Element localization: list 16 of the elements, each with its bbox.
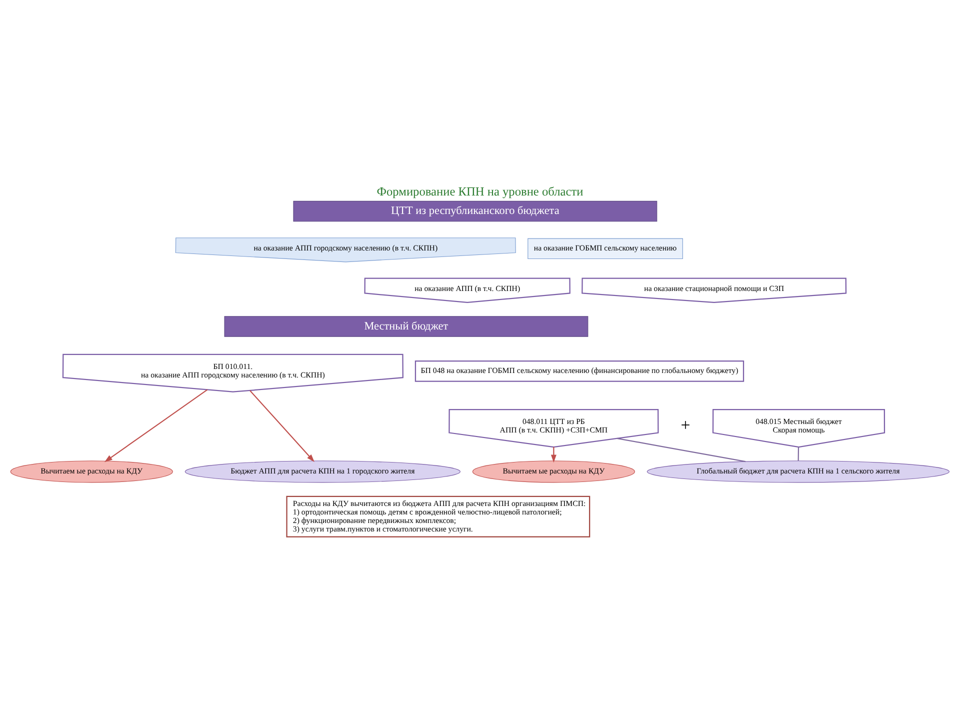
node-box: на оказание ГОБМП сельскому населению: [528, 238, 683, 259]
label: +: [680, 416, 690, 435]
node-box: Расходы на КДУ вычитаются из бюджета АПП для расчета КПН организациям ПМСП: 1) ортодонтическая помощь детям с врожденной челюстно-лицевой патологией; 2) функционирование передвижных комплексов; 3) услуги травм.пунктов и стоматологические услуги.: [286, 496, 590, 538]
node-box: ЦТТ из республиканского бюджета: [293, 200, 658, 222]
arrow: [550, 446, 556, 463]
connector: [616, 438, 746, 462]
node-ellipse: Глобальный бюджет для расчета КПН на 1 сельского жителя: [646, 460, 950, 483]
diagram-title: Формирование КПН на уровне области: [376, 184, 584, 198]
node-ellipse: Вычитаем ые расходы на КДУ: [472, 460, 635, 483]
connector: [798, 446, 800, 461]
node-box: БП 048 на оказание ГОБМП сельскому населению (финансирование по глобальному бюджету): [414, 360, 744, 382]
node-ellipse: Вычитаем ые расходы на КДУ: [10, 460, 173, 483]
arrow: [250, 390, 314, 462]
node-ellipse: Бюджет АПП для расчета КПН на 1 городского жителя: [184, 460, 460, 483]
node-box: Местный бюджет: [224, 316, 588, 337]
arrow: [104, 389, 208, 462]
